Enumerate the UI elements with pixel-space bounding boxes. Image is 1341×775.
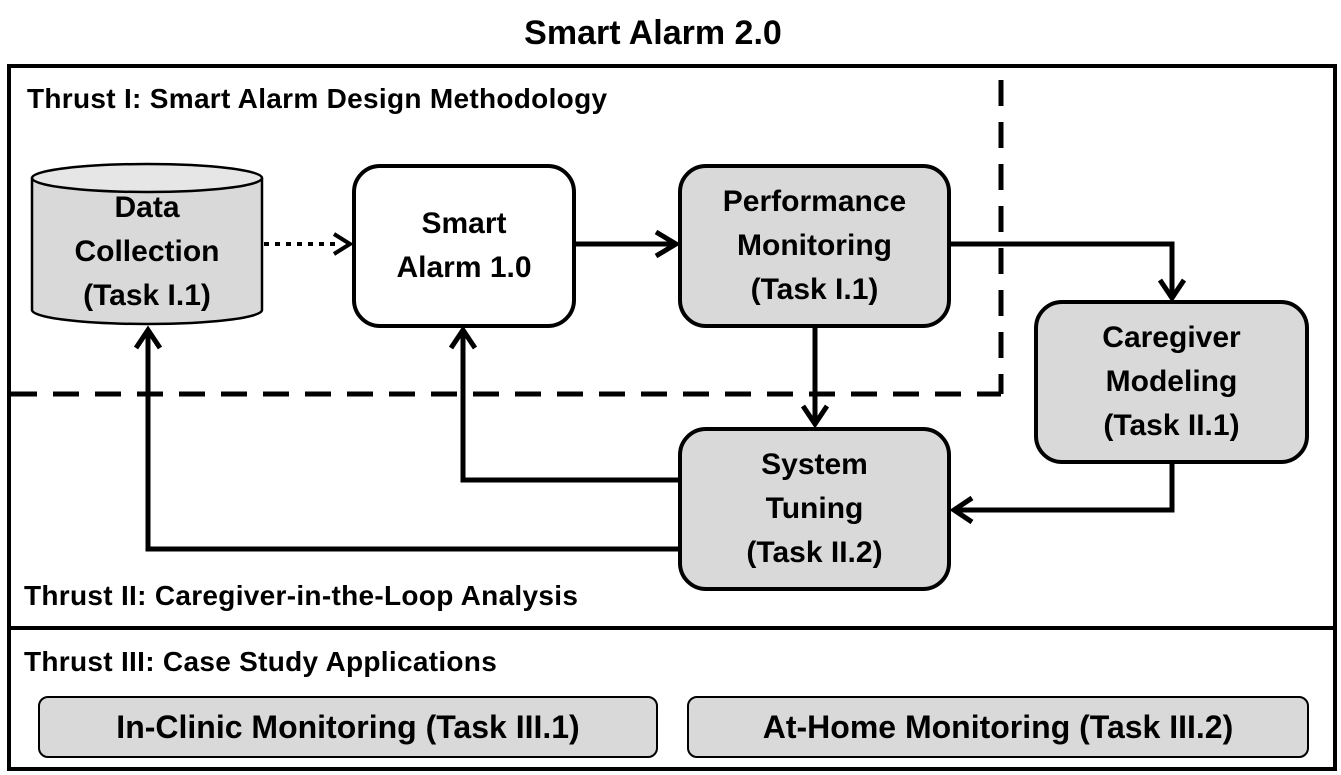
node-data-collection-line-1: Data: [114, 191, 180, 224]
node-performance-monitoring: Performance Monitoring (Task I.1): [678, 164, 951, 328]
edge-performance-to-caregiver: [951, 241, 1175, 294]
node-caregiver-modeling: Caregiver Modeling (Task II.1): [1034, 300, 1309, 464]
lower-frame: [7, 626, 1337, 771]
thrust-3-label: Thrust III: Case Study Applications: [24, 646, 498, 677]
edge-tuning-to-alarm: [460, 334, 680, 483]
node-smart-alarm-1: Smart Alarm 1.0: [352, 164, 576, 328]
arrowhead-alarm-to-performance: [654, 229, 681, 259]
arrowhead-tuning-to-data: [133, 325, 163, 350]
arrowhead-caregiver-to-tuning: [949, 495, 974, 525]
arrowhead-performance-to-caregiver: [1157, 278, 1187, 303]
node-caregiver-modeling-line-3: (Task II.1): [1103, 409, 1240, 442]
node-caregiver-modeling-line-2: Modeling: [1105, 365, 1238, 398]
node-performance-monitoring-line-2: Monitoring: [737, 229, 892, 262]
node-system-tuning-line-2: Tuning: [765, 492, 864, 525]
node-smart-alarm-1-line-2: Alarm 1.0: [396, 251, 532, 284]
database-cylinder-icon: [30, 162, 264, 326]
edge-caregiver-to-tuning: [958, 464, 1175, 513]
edge-tuning-to-data: [145, 334, 680, 552]
node-caregiver-modeling-line-1: Caregiver: [1102, 321, 1241, 354]
node-data-collection-line-3: (Task I.1): [83, 279, 211, 312]
thrust-1-label: Thrust I: Smart Alarm Design Methodology: [27, 83, 608, 114]
thrust-2-label: Thrust II: Caregiver-in-the-Loop Analysi…: [24, 580, 579, 611]
node-performance-monitoring-line-3: (Task I.1): [750, 273, 879, 306]
app-at-home-monitoring: At-Home Monitoring (Task III.2): [687, 696, 1309, 758]
arrowhead-data-to-alarm: [332, 232, 354, 256]
node-data-collection-line-2: Collection: [74, 235, 220, 268]
node-performance-monitoring-line-1: Performance: [722, 185, 907, 218]
arrowhead-tuning-to-alarm: [448, 325, 478, 350]
node-system-tuning: System Tuning (Task II.2): [678, 427, 951, 591]
node-smart-alarm-1-line-1: Smart: [421, 207, 507, 240]
node-data-collection: Data Collection (Task I.1): [32, 186, 262, 318]
node-system-tuning-line-3: (Task II.2): [746, 536, 883, 569]
arrowhead-performance-to-tuning: [800, 404, 830, 429]
node-system-tuning-line-1: System: [761, 448, 868, 481]
app-in-clinic-monitoring: In-Clinic Monitoring (Task III.1): [38, 696, 658, 758]
diagram-title: Smart Alarm 2.0: [524, 14, 782, 52]
